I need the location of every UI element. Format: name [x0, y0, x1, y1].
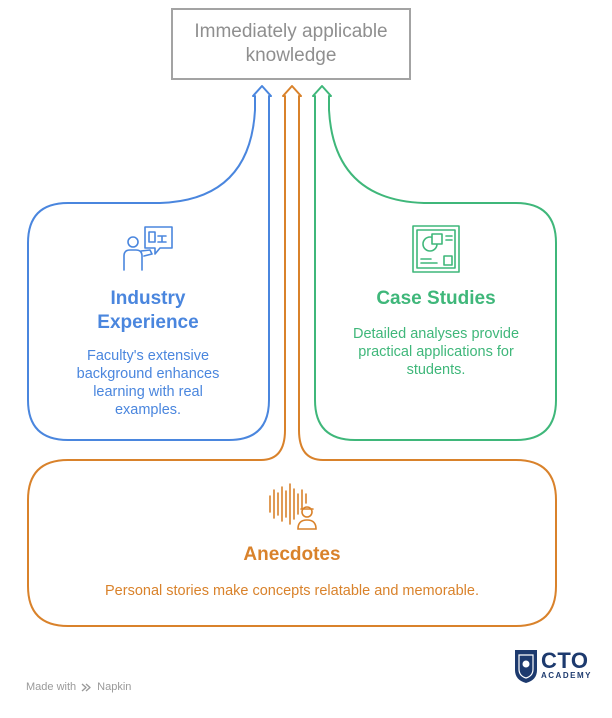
anecdotes-description: Personal stories make concepts relatable… — [105, 583, 479, 599]
case-studies-title: Case Studies — [376, 288, 496, 309]
logo-text: CTO ACADEMY — [541, 648, 592, 681]
industry-connector — [27, 85, 272, 441]
goal-box: Immediately applicable knowledge — [171, 8, 411, 80]
logo-main-text: CTO — [541, 648, 589, 673]
made-with-label: Made with — [26, 681, 77, 693]
logo-sub-text: ACADEMY — [541, 671, 592, 680]
industry-title: Industry Experience — [97, 288, 199, 333]
napkin-brand: Napkin — [97, 681, 132, 693]
anecdotes-connector — [27, 85, 557, 627]
anecdotes-title: Anecdotes — [243, 544, 341, 565]
cto-academy-logo: CTO ACADEMY — [513, 648, 592, 684]
soundwave-speaker-icon — [269, 483, 317, 530]
case-studies-description: Detailed analyses provide practical appl… — [352, 326, 520, 378]
made-with-napkin[interactable]: Made with Napkin — [26, 681, 131, 693]
industry-description: Faculty's extensive background enhances … — [76, 348, 220, 418]
cto-academy-shield-icon — [515, 650, 537, 683]
case-studies-connector — [312, 85, 557, 441]
napkin-logo-icon — [81, 682, 91, 692]
presenter-board-icon — [123, 226, 173, 271]
goal-label: Immediately applicable knowledge — [194, 21, 388, 66]
document-analysis-icon — [412, 225, 460, 273]
